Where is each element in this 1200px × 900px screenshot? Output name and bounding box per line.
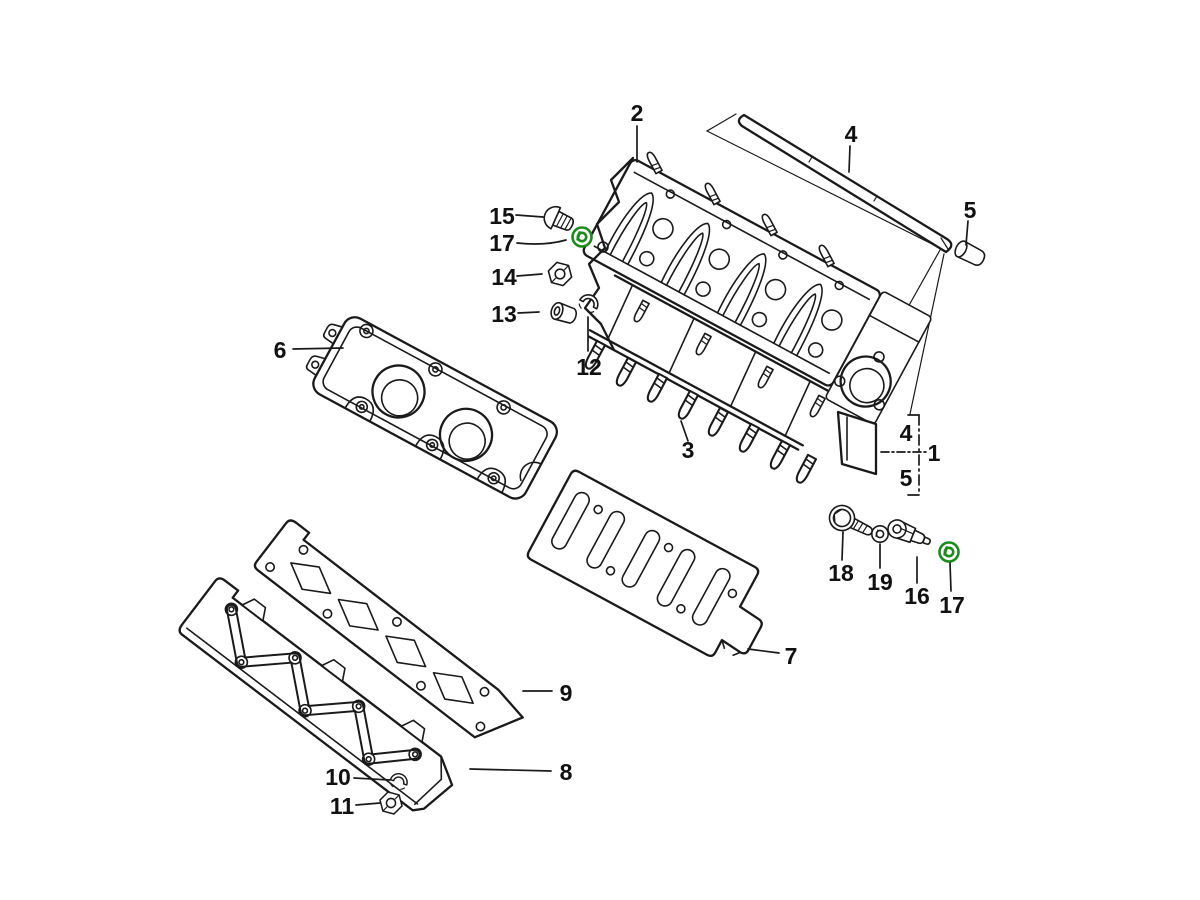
part-2-cylinder-head: [582, 150, 932, 451]
part-17-seal-upper: [571, 226, 593, 248]
part-4-shaft: [737, 113, 953, 254]
callout-bracket: [880, 414, 928, 496]
part-8-cam-carrier: [178, 577, 454, 812]
callout-17-upper[interactable]: 17: [489, 230, 515, 256]
part-9-gasket: [253, 519, 524, 739]
callout-labels: 2 4 5 15 17 14 13 12 6 3 4 1 5 18 19 16 …: [274, 100, 977, 819]
callout-6[interactable]: 6: [274, 337, 287, 363]
part-19-washer: [870, 524, 890, 544]
callout-4-shaft[interactable]: 4: [845, 121, 858, 147]
callout-17-lower[interactable]: 17: [939, 592, 965, 618]
part-7-slotted-plate: [526, 469, 763, 657]
callout-5-bracket[interactable]: 5: [900, 465, 913, 491]
callout-14[interactable]: 14: [491, 264, 517, 290]
part-5-cap: [954, 240, 986, 266]
part-18-bolt: [828, 504, 873, 536]
callout-11[interactable]: 11: [330, 793, 355, 819]
part-13-sleeve: [550, 301, 578, 324]
callout-15[interactable]: 15: [489, 203, 515, 229]
part-16-fitting: [887, 519, 932, 545]
callout-16[interactable]: 16: [904, 583, 930, 609]
callout-2[interactable]: 2: [631, 100, 644, 126]
callout-5-cap[interactable]: 5: [964, 197, 977, 223]
callout-18[interactable]: 18: [828, 560, 854, 586]
callout-19[interactable]: 19: [867, 569, 893, 595]
part-6-valve-cover: [305, 316, 559, 500]
leader-lines: [292, 125, 969, 806]
callout-9[interactable]: 9: [560, 680, 573, 706]
callout-4-bracket[interactable]: 4: [900, 420, 913, 446]
callout-3[interactable]: 3: [682, 437, 695, 463]
callout-12[interactable]: 12: [576, 354, 602, 380]
callout-1[interactable]: 1: [928, 440, 941, 466]
part-15-plug-bolt: [543, 205, 575, 231]
head-end-face: [836, 410, 878, 476]
part-17-seal-lower: [938, 541, 960, 563]
callout-13[interactable]: 13: [491, 301, 517, 327]
callout-8[interactable]: 8: [560, 759, 573, 785]
callout-7[interactable]: 7: [785, 643, 798, 669]
callout-10[interactable]: 10: [325, 764, 351, 790]
